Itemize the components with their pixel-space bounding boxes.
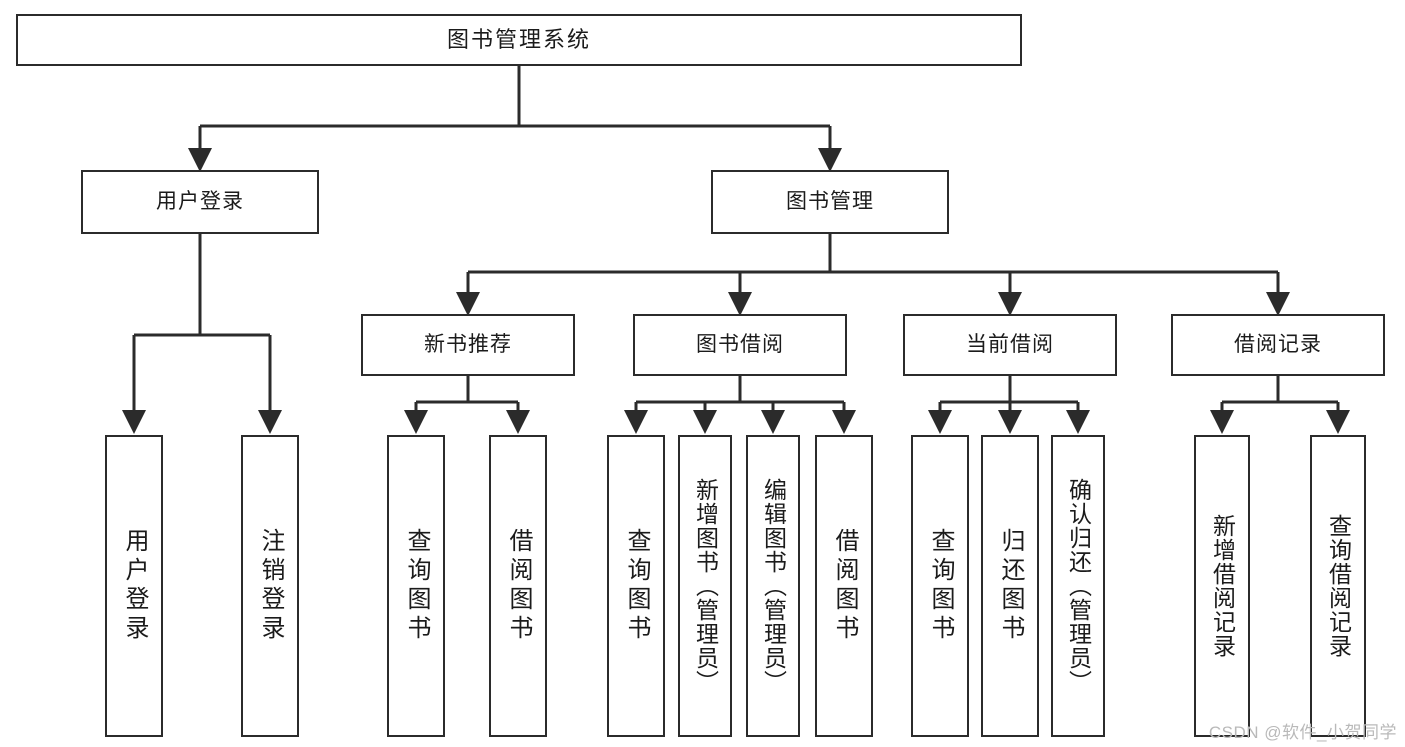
node-label: 借阅记录	[1234, 333, 1322, 357]
node-root-book-management-system[interactable]: 图书管理系统	[16, 14, 1022, 66]
node-book-management[interactable]: 图书管理	[711, 170, 949, 234]
leaf-current-borrow-query[interactable]: 查询图书	[911, 435, 969, 737]
node-label: 图书借阅	[696, 333, 784, 357]
node-label: 借阅图书	[831, 528, 858, 644]
leaf-borrow-record-add[interactable]: 新增借阅记录	[1194, 435, 1250, 737]
node-label: 归还图书	[997, 528, 1024, 644]
node-user-login[interactable]: 用户登录	[81, 170, 319, 234]
node-label: 图书管理系统	[446, 26, 591, 52]
node-label: 查询借阅记录	[1325, 514, 1352, 658]
leaf-current-borrow-return[interactable]: 归还图书	[981, 435, 1039, 737]
node-label: 确认归还（管理员）	[1065, 478, 1092, 694]
leaf-book-borrow-borrow[interactable]: 借阅图书	[815, 435, 873, 737]
leaf-new-book-borrow[interactable]: 借阅图书	[489, 435, 547, 737]
node-label: 图书管理	[786, 190, 874, 214]
node-label: 查询图书	[927, 528, 954, 644]
leaf-book-borrow-edit[interactable]: 编辑图书（管理员）	[746, 435, 800, 737]
node-new-book-recommend[interactable]: 新书推荐	[361, 314, 575, 376]
node-label: 借阅图书	[505, 528, 532, 644]
leaf-borrow-record-query[interactable]: 查询借阅记录	[1310, 435, 1366, 737]
leaf-user-login-login[interactable]: 用户登录	[105, 435, 163, 737]
leaf-new-book-query[interactable]: 查询图书	[387, 435, 445, 737]
node-label: 编辑图书（管理员）	[760, 478, 787, 694]
node-current-borrow[interactable]: 当前借阅	[903, 314, 1117, 376]
node-label: 新书推荐	[424, 333, 512, 357]
leaf-user-login-logout[interactable]: 注销登录	[241, 435, 299, 737]
node-label: 用户登录	[121, 528, 148, 644]
leaf-current-borrow-confirm-return[interactable]: 确认归还（管理员）	[1051, 435, 1105, 737]
node-borrow-record[interactable]: 借阅记录	[1171, 314, 1385, 376]
node-label: 新增图书（管理员）	[692, 478, 719, 694]
node-label: 当前借阅	[966, 333, 1054, 357]
node-label: 用户登录	[156, 190, 244, 214]
node-book-borrow[interactable]: 图书借阅	[633, 314, 847, 376]
node-label: 查询图书	[403, 528, 430, 644]
node-label: 新增借阅记录	[1209, 514, 1236, 658]
node-label: 注销登录	[257, 528, 284, 644]
leaf-book-borrow-add[interactable]: 新增图书（管理员）	[678, 435, 732, 737]
node-label: 查询图书	[623, 528, 650, 644]
leaf-book-borrow-query[interactable]: 查询图书	[607, 435, 665, 737]
